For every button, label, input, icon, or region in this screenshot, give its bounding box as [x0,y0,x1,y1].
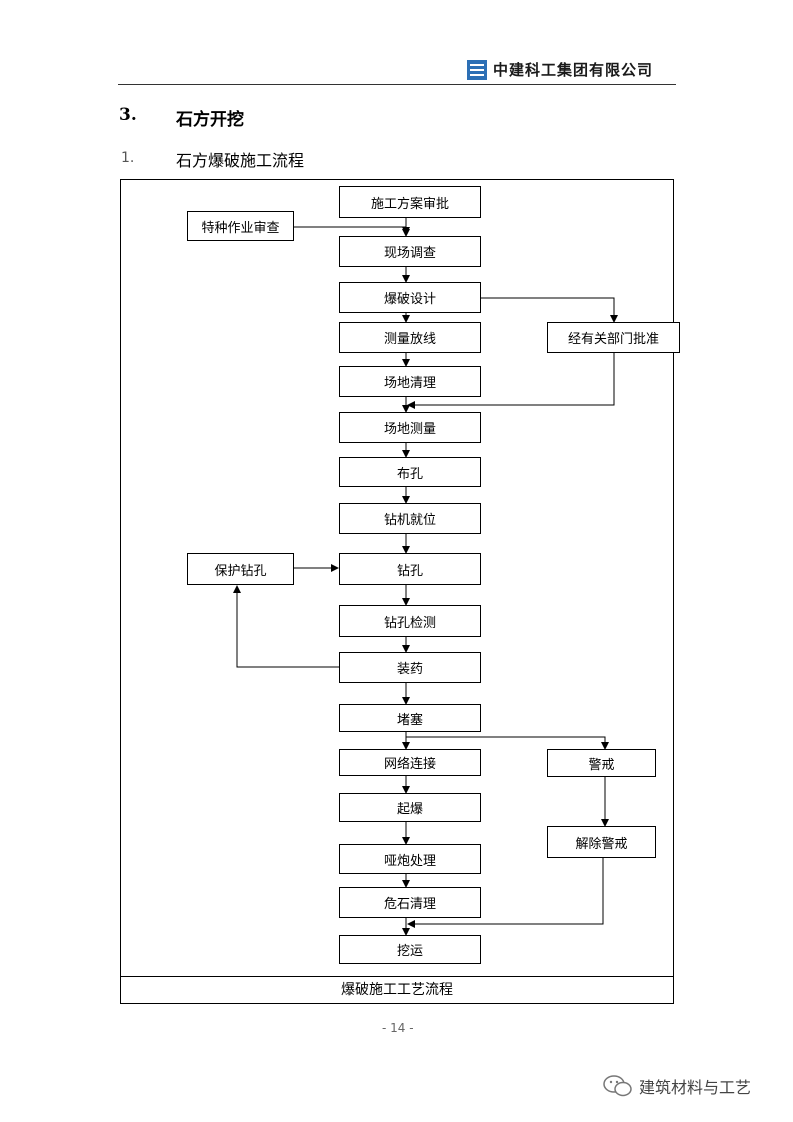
node-department-approval: 经有关部门批准 [547,322,680,353]
node-site-survey: 现场调查 [339,236,481,267]
node-drilling: 钻孔 [339,553,481,585]
node-network-connection: 网络连接 [339,749,481,776]
node-warning: 警戒 [547,749,656,777]
node-excavation-haulage: 挖运 [339,935,481,964]
page-number: - 14 - [382,1021,414,1035]
node-survey-setout: 测量放线 [339,322,481,353]
watermark: 建筑材料与工艺 [603,1074,751,1098]
flowchart-frame [120,179,674,1004]
node-loose-rock-clearing: 危石清理 [339,887,481,918]
node-site-measurement: 场地测量 [339,412,481,443]
company-name: 中建科工集团有限公司 [493,61,654,79]
node-hole-layout: 布孔 [339,457,481,487]
wechat-icon [603,1075,632,1097]
subsection-number: 1. [121,150,135,166]
node-drill-positioning: 钻机就位 [339,503,481,534]
node-charging: 装药 [339,652,481,683]
node-blast-design: 爆破设计 [339,282,481,313]
header-divider [118,84,676,85]
node-misfire-handling: 哑炮处理 [339,844,481,874]
flowchart-caption: 爆破施工工艺流程 [341,982,453,998]
node-lift-warning: 解除警戒 [547,826,656,858]
node-site-clearing: 场地清理 [339,366,481,397]
section-number: 3. [119,105,137,125]
node-special-operation-check: 特种作业审查 [187,211,294,241]
watermark-text: 建筑材料与工艺 [639,1078,752,1097]
company-logo-icon [467,60,487,80]
subsection-title: 石方爆破施工流程 [176,151,305,170]
node-borehole-inspection: 钻孔检测 [339,605,481,637]
section-title: 石方开挖 [176,110,244,130]
node-protect-borehole: 保护钻孔 [187,553,294,585]
node-detonation: 起爆 [339,793,481,822]
caption-divider [120,976,674,977]
node-construction-plan-approval: 施工方案审批 [339,186,481,218]
node-stemming: 堵塞 [339,704,481,732]
